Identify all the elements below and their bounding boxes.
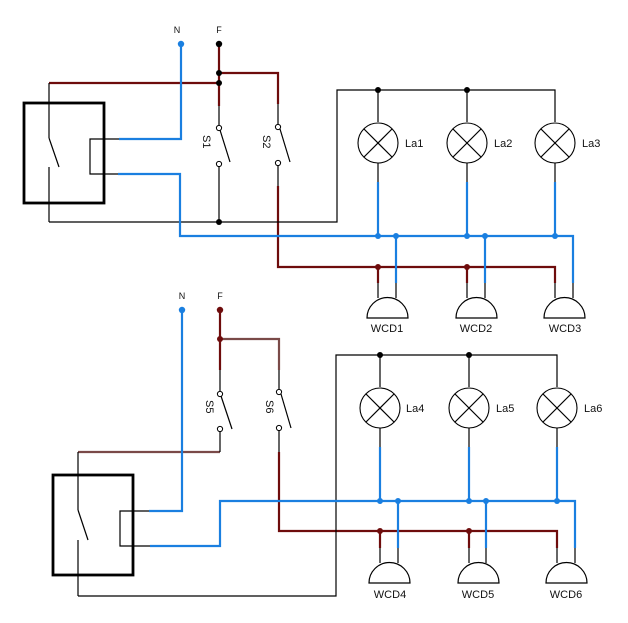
lamp-la6: La6 xyxy=(536,387,602,429)
junction-dot xyxy=(377,528,383,534)
switch-s5-blade[interactable] xyxy=(220,395,233,430)
junction-dot xyxy=(375,233,381,239)
relay-contact xyxy=(48,137,60,168)
relay-coil xyxy=(119,510,150,547)
socket-wcd5: WCD5 xyxy=(457,548,500,601)
neutral-wire xyxy=(149,310,184,513)
junction-dot xyxy=(216,219,222,225)
phase-wire xyxy=(219,71,280,104)
phase-label: F xyxy=(216,25,222,35)
switch-s6-label: S6 xyxy=(263,400,275,413)
switch-s1-blade[interactable] xyxy=(219,129,231,163)
lamp-return-wire xyxy=(78,354,558,597)
junction-dot xyxy=(466,528,472,534)
phase-wire xyxy=(220,337,281,370)
socket-wcd3-label: WCD3 xyxy=(549,323,581,335)
lamp-la1-label: La1 xyxy=(405,138,423,150)
switch-s6-blade[interactable] xyxy=(280,393,292,429)
socket-wcd5-label: WCD5 xyxy=(462,589,494,601)
neutral-wire xyxy=(119,44,183,141)
lamp-la5: La5 xyxy=(448,387,514,429)
junction-dot xyxy=(483,498,489,504)
neutral-terminal xyxy=(177,40,185,48)
junction-dot xyxy=(554,498,560,504)
phase-terminal xyxy=(215,40,223,48)
relay-box xyxy=(51,473,135,577)
junction-dot xyxy=(464,87,470,93)
junction-dot xyxy=(464,233,470,239)
switch-s5-label: S5 xyxy=(203,400,215,413)
junction-dot xyxy=(377,498,383,504)
junction-dot xyxy=(552,233,558,239)
junction-dot xyxy=(375,264,381,270)
junction-dot xyxy=(466,352,472,358)
switch-terminal xyxy=(216,425,224,433)
neutral-bus xyxy=(118,172,575,283)
junction-dot xyxy=(377,352,383,358)
relay-box xyxy=(22,101,106,205)
lamp-la3: La3 xyxy=(534,122,600,164)
socket-wcd6-label: WCD6 xyxy=(550,589,582,601)
switch-terminal xyxy=(216,390,224,398)
junction-dot xyxy=(393,233,399,239)
phase-terminal xyxy=(216,306,224,314)
neutral-label: N xyxy=(174,25,181,35)
relay-contact xyxy=(77,509,89,541)
lamp-la6-label: La6 xyxy=(584,403,602,415)
switch-terminal xyxy=(215,160,223,168)
socket-wcd4: WCD4 xyxy=(368,548,411,601)
lamp-la4: La4 xyxy=(359,387,424,429)
neutral-label: N xyxy=(179,291,186,301)
socket-wcd3: WCD3 xyxy=(543,283,586,335)
switch-s2-label: S2 xyxy=(260,135,272,148)
junction-dot xyxy=(375,87,381,93)
junction-dot xyxy=(216,70,222,76)
switch-terminal xyxy=(275,424,283,432)
switch-terminal xyxy=(274,159,282,167)
switch-s2-blade[interactable] xyxy=(279,128,291,163)
lamp-la5-label: La5 xyxy=(496,403,514,415)
circuit-1: N F S1 S2 xyxy=(22,25,600,335)
socket-wcd2: WCD2 xyxy=(455,283,498,335)
switch-s1-label: S1 xyxy=(200,135,212,148)
lamp-return-wire xyxy=(49,89,556,223)
neutral-terminal xyxy=(178,306,186,314)
junction-dot xyxy=(464,264,470,270)
socket-wcd1-label: WCD1 xyxy=(371,323,403,335)
switch-terminal xyxy=(275,388,283,396)
lamp-la2-label: La2 xyxy=(494,138,512,150)
socket-phase-wire xyxy=(276,186,557,283)
lamp-la2: La2 xyxy=(446,122,512,164)
lamp-la4-label: La4 xyxy=(406,403,424,415)
switch-terminal xyxy=(274,123,282,131)
socket-wcd6: WCD6 xyxy=(545,548,588,601)
circuit-2: N F S5 S6 xyxy=(51,291,602,601)
socket-wcd4-label: WCD4 xyxy=(374,589,406,601)
junction-dot xyxy=(217,336,223,342)
junction-dot xyxy=(216,80,222,86)
neutral-bus xyxy=(150,499,577,548)
lamp-la1: La1 xyxy=(357,122,423,164)
relay-coil xyxy=(89,138,119,175)
switch-terminal xyxy=(215,124,223,132)
socket-wcd2-label: WCD2 xyxy=(460,323,492,335)
socket-phase-wire xyxy=(277,452,559,548)
socket-wcd1: WCD1 xyxy=(366,283,409,335)
junction-dot xyxy=(466,498,472,504)
junction-dot xyxy=(395,498,401,504)
junction-dot xyxy=(482,233,488,239)
phase-label: F xyxy=(217,291,223,301)
lamp-la3-label: La3 xyxy=(582,138,600,150)
